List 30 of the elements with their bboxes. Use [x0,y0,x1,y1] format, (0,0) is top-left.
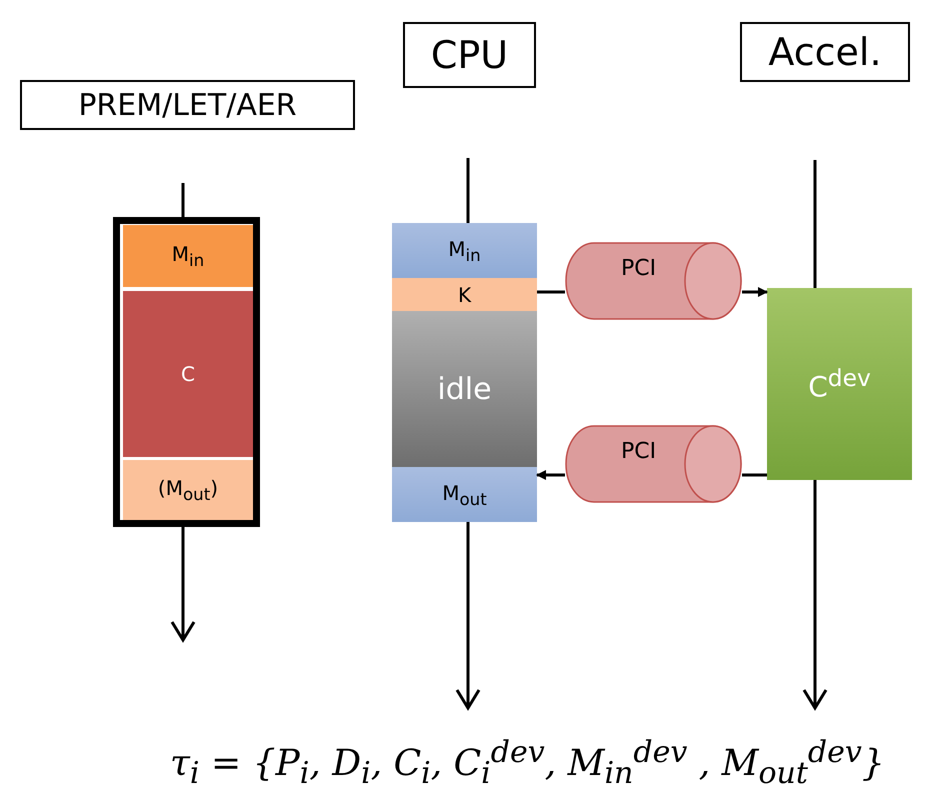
time-segment [392,278,537,311]
bus-label: PCI [620,256,656,281]
pci-bus-cylinder [565,425,742,503]
segment-label: M$_{out}$ [442,480,487,508]
header-label: Accel. [768,30,882,74]
time-segment [392,311,537,467]
arrow [536,470,565,480]
time-segment [123,225,253,287]
time-segment [392,223,537,278]
segment-label: M$_{in}$ [448,236,481,264]
pci-bus-cylinder [565,242,742,320]
time-segment [767,288,912,480]
bus-label: PCI [620,439,656,464]
formula: τ$_{i}$ = {P$_{i}$, D$_{i}$, C$_{i}$, C$_{i}$$^{dev}$, M$_{in}$$^{dev}$ , M$_{out}$$^{dev}$} [170,735,885,792]
segment-label: idle [437,372,492,406]
header-box [740,22,910,82]
time-segment [123,460,253,520]
segment-label: M$_{in}$ [172,242,204,270]
arrow [742,287,768,297]
task-frame [113,217,260,527]
time-segment [392,467,537,522]
segment-label: C [181,362,195,386]
segment-label: C$^{dev}$ [808,364,871,404]
segment-label: K [458,282,472,306]
header-box [20,80,355,130]
time-segment [123,291,253,457]
header-box [403,22,536,88]
segment-label: (M$_{out}$) [158,476,218,504]
header-label: CPU [430,33,508,77]
header-label: PREM/LET/AER [78,88,297,122]
